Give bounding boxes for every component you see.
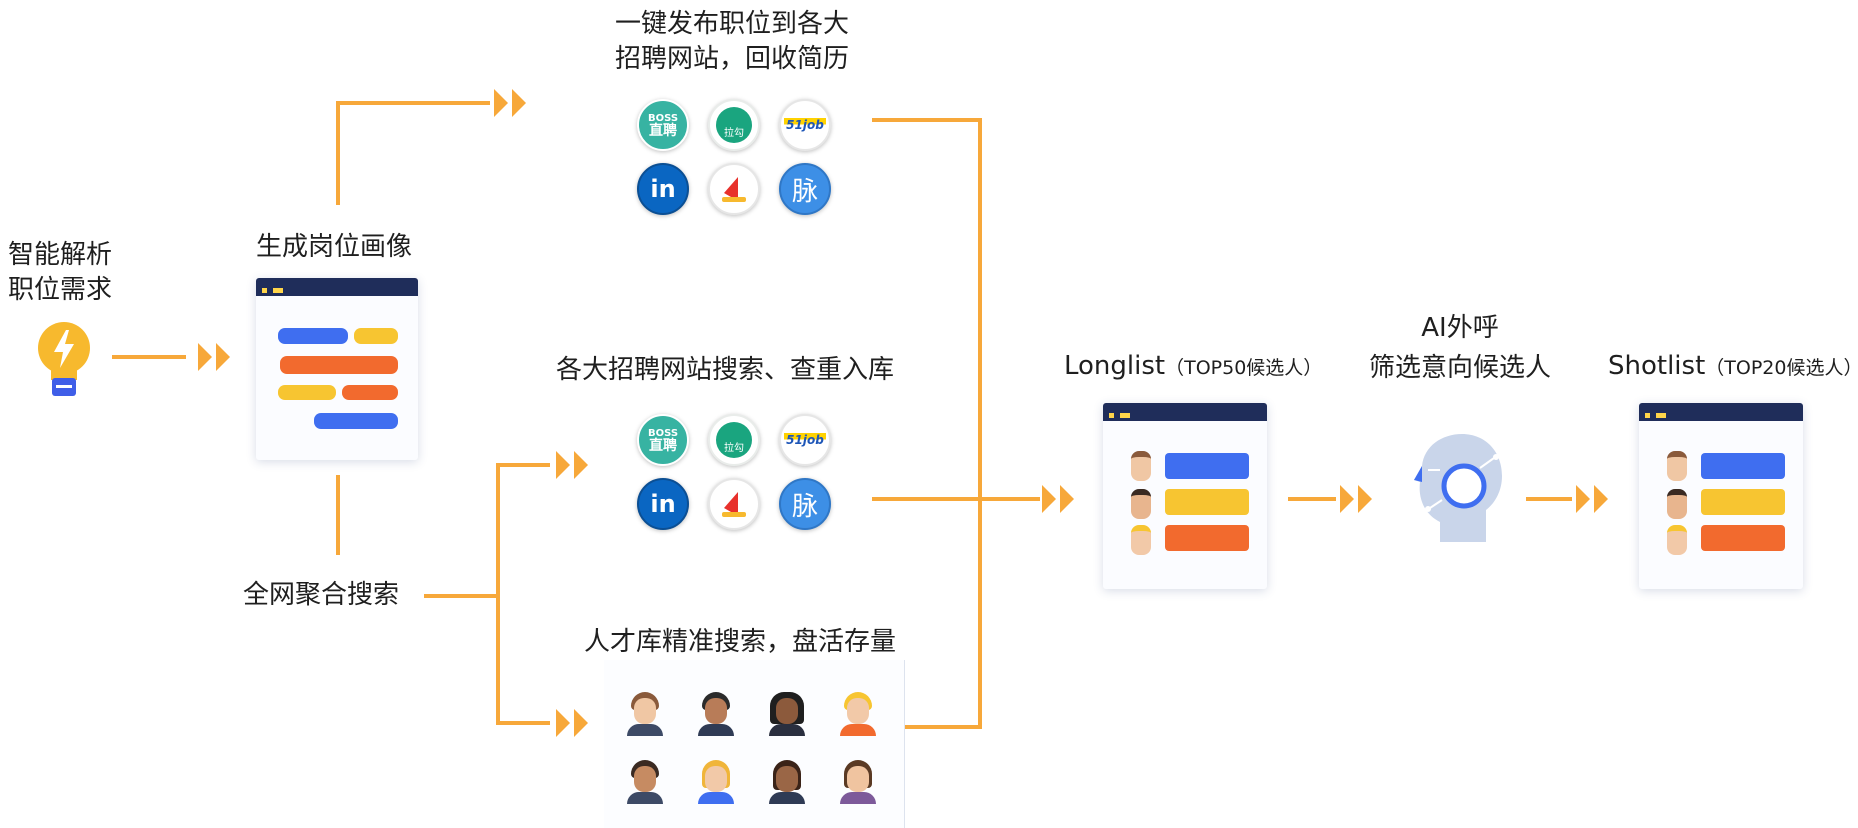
candidate-avatar-icon: [1131, 451, 1151, 481]
candidate-bar: [1165, 489, 1249, 515]
maimai-logo: 脉: [779, 478, 831, 530]
arrow-to-search-sites: [556, 451, 588, 479]
card-titlebar: [1103, 403, 1267, 421]
linkedin-logo: in: [637, 163, 689, 215]
candidate-avatar-icon: [1667, 525, 1687, 555]
label-ai-call-line1: AI外呼: [1421, 313, 1499, 343]
label-portrait: 生成岗位画像: [256, 232, 413, 262]
label-ai-call-line2: 筛选意向候选人: [1368, 353, 1551, 383]
shotlist-card: [1639, 403, 1803, 589]
connector-merge-line: [872, 118, 982, 729]
label-publish-line2: 招聘网站，回收简历: [614, 44, 849, 74]
label-longlist: Longlist（TOP50候选人）: [1064, 351, 1323, 381]
candidate-avatar-icon: [838, 760, 878, 804]
candidate-bar: [1165, 453, 1249, 479]
ai-head-icon: [1414, 434, 1502, 542]
candidate-avatar-icon: [1667, 489, 1687, 519]
candidate-avatar-icon: [767, 692, 807, 736]
candidate-avatar-icon: [767, 760, 807, 804]
longlist-note: （TOP50候选人）: [1165, 357, 1323, 379]
arrow-to-shotlist: [1576, 485, 1608, 513]
portrait-tag: [278, 385, 336, 400]
liepin-logo: [708, 163, 760, 215]
arrow-to-talent-pool: [556, 709, 588, 737]
label-search-sites: 各大招聘网站搜索、查重入库: [556, 355, 895, 385]
lightbulb-icon: [38, 322, 90, 396]
connector-portrait-to-publish: [336, 101, 490, 205]
connector-branch-split: [496, 463, 550, 725]
shotlist-note: （TOP20候选人）: [1705, 357, 1858, 379]
arrow-to-publish: [494, 89, 526, 117]
portrait-card: [256, 278, 418, 460]
candidate-avatar-icon: [625, 760, 665, 804]
liepin-logo: [708, 478, 760, 530]
candidate-avatar-icon: [838, 692, 878, 736]
portrait-tag: [278, 328, 348, 344]
linkedin-logo: in: [637, 478, 689, 530]
label-talent-pool: 人才库精准搜索，盘活存量: [584, 627, 897, 657]
label-shotlist: Shotlist（TOP20候选人）: [1608, 347, 1858, 387]
portrait-tag: [342, 385, 398, 400]
arrow-to-longlist: [1042, 485, 1074, 513]
candidate-bar: [1701, 489, 1785, 515]
maimai-logo: 脉: [779, 163, 831, 215]
talent-pool-panel: [604, 660, 905, 828]
longlist-card: [1103, 403, 1267, 589]
candidate-bar: [1701, 453, 1785, 479]
candidate-avatar-icon: [696, 692, 736, 736]
candidate-avatar-icon: [625, 692, 665, 736]
lagou-logo: 拉勾: [708, 99, 760, 151]
label-publish-line1: 一键发布职位到各大: [614, 9, 849, 39]
portrait-tag: [354, 328, 398, 344]
label-aggregate: 全网聚合搜索: [243, 580, 400, 610]
candidate-bar: [1701, 525, 1785, 551]
label-parse-line1: 智能解析: [8, 240, 113, 270]
portrait-tag: [280, 356, 398, 374]
card-titlebar: [256, 278, 418, 296]
portrait-tag: [314, 413, 398, 429]
label-parse-line2: 职位需求: [8, 275, 113, 305]
arrow-to-ai: [1340, 485, 1372, 513]
lagou-logo: 拉勾: [708, 414, 760, 466]
candidate-avatar-icon: [696, 760, 736, 804]
candidate-bar: [1165, 525, 1249, 551]
51job-logo: 51job: [779, 99, 831, 151]
51job-logo: 51job: [779, 414, 831, 466]
arrow-bulb-to-portrait: [198, 343, 230, 371]
candidate-avatar-icon: [1131, 525, 1151, 555]
candidate-avatar-icon: [1667, 451, 1687, 481]
card-titlebar: [1639, 403, 1803, 421]
candidate-avatar-icon: [1131, 489, 1151, 519]
